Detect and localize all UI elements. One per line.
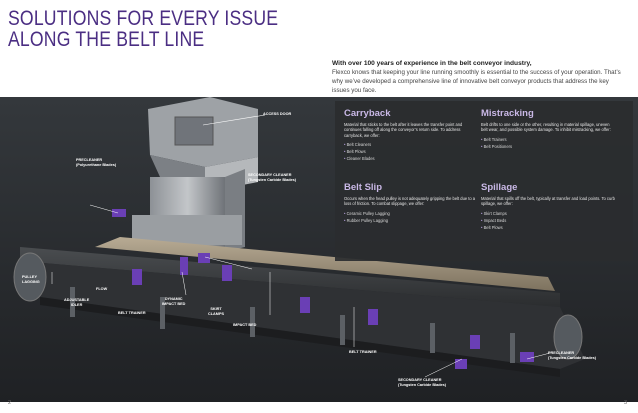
callout-access-door: ACCESS DOOR xyxy=(263,112,292,116)
callout-skirt-clamps: SKIRT CLAMPS xyxy=(208,307,225,316)
intro-paragraph: With over 100 years of experience in the… xyxy=(332,59,622,95)
callout-pulley-lagging: PULLEY LAGGING xyxy=(22,275,40,284)
panel-belt-slip: Belt Slip Occurs when the head pulley is… xyxy=(344,182,479,224)
callout-belt-trainer-right: BELT TRAINER xyxy=(349,350,377,354)
panel-belt-slip-title: Belt Slip xyxy=(344,182,383,193)
list-item: Ceramic Pulley Lagging xyxy=(344,210,479,217)
panel-spillage-title: Spillage xyxy=(481,182,518,193)
callout-impact-bed: IMPACT BED xyxy=(233,323,257,327)
panel-spillage-list: Skirt Clamps Impact Beds Belt Plows xyxy=(481,210,616,231)
list-item: Rubber Pulley Lagging xyxy=(344,217,479,224)
callout-flow: FLOW xyxy=(96,287,108,291)
list-item: Belt Plows xyxy=(481,224,616,231)
callout-secondary-cleaner-top: SECONDARY CLEANER (Tungsten Carbide Blad… xyxy=(248,173,297,182)
conveyor-belt xyxy=(13,237,585,377)
panel-belt-slip-desc: Occurs when the head pulley is not adequ… xyxy=(344,196,476,207)
callout-belt-trainer-left: BELT TRAINER xyxy=(118,311,146,315)
panel-spillage: Spillage Material that spills off the be… xyxy=(481,182,616,231)
panel-carryback: Carryback Material that sticks to the be… xyxy=(344,108,479,162)
panel-belt-slip-list: Ceramic Pulley Lagging Rubber Pulley Lag… xyxy=(344,210,479,224)
intro-lead: With over 100 years of experience in the… xyxy=(332,60,532,67)
conveyor-illustration-panel: ACCESS DOOR PRECLEANER (Polyurethane Bla… xyxy=(0,97,638,402)
callout-dynamic-impact-bed: DYNAMIC IMPACT BED xyxy=(162,297,186,306)
panel-mistracking-list: Belt Trainers Belt Positioners xyxy=(481,136,616,150)
page-number-right: 3 xyxy=(624,400,628,406)
panel-mistracking: Mistracking Belt drifts to one side or t… xyxy=(481,108,616,150)
panel-mistracking-desc: Belt drifts to one side or the other, re… xyxy=(481,122,611,133)
info-panel-bg xyxy=(335,101,633,261)
list-item: Belt Plows xyxy=(344,148,479,155)
panel-spillage-desc: Material that spills off the belt, typic… xyxy=(481,196,615,207)
page-title: SOLUTIONS FOR EVERY ISSUE ALONG THE BELT… xyxy=(8,8,330,50)
panel-carryback-title: Carryback xyxy=(344,108,391,119)
list-item: Belt Positioners xyxy=(481,143,616,150)
list-item: Impact Beds xyxy=(481,217,616,224)
intro-body: Flexco knows that keeping your line runn… xyxy=(332,69,621,94)
callout-adjustable-idler: ADJUSTABLE IDLER xyxy=(64,298,90,307)
page-title-line-1: SOLUTIONS FOR EVERY ISSUE xyxy=(8,7,279,30)
callout-leaders xyxy=(51,204,551,378)
list-item: Belt Trainers xyxy=(481,136,616,143)
transfer-chute xyxy=(132,97,266,252)
list-item: Skirt Clamps xyxy=(481,210,616,217)
list-item: Belt Cleaners xyxy=(344,141,479,148)
callout-secondary-cleaner-bottom: SECONDARY CLEANER (Tungsten Carbide Blad… xyxy=(398,378,447,387)
page-number-left: 2 xyxy=(8,400,12,406)
page-title-line-2: ALONG THE BELT LINE xyxy=(8,28,205,51)
panel-mistracking-title: Mistracking xyxy=(481,108,534,119)
panel-carryback-list: Belt Cleaners Belt Plows Cleaner Blades xyxy=(344,141,479,162)
panel-carryback-desc: Material that sticks to the belt after i… xyxy=(344,122,463,138)
callout-precleaner-top: PRECLEANER (Polyurethane Blades) xyxy=(76,158,117,167)
product-highlights xyxy=(112,209,534,369)
callout-precleaner-right: PRECLEANER (Tungsten Carbide Blades) xyxy=(548,351,597,360)
list-item: Cleaner Blades xyxy=(344,155,479,162)
conveyor-frame xyxy=(70,287,515,363)
